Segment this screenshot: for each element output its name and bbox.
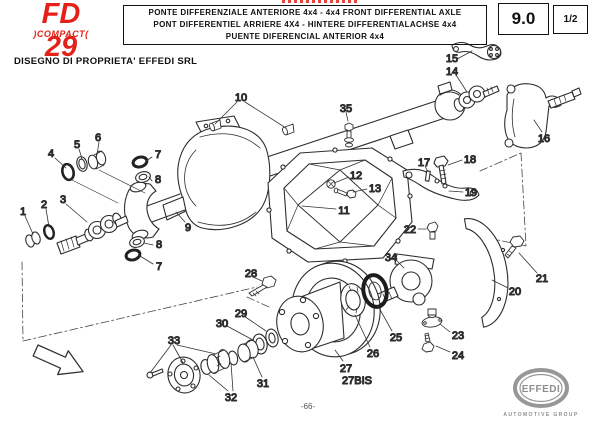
callout-27bis: 27BIS bbox=[342, 375, 372, 387]
callout-20: 20 bbox=[509, 286, 521, 298]
callout-17: 17 bbox=[418, 157, 430, 169]
callout-10: 10 bbox=[235, 92, 247, 104]
clipped-red-text bbox=[281, 0, 357, 3]
callout-28: 28 bbox=[245, 268, 257, 280]
effedi-logo-icon: EFFEDI bbox=[513, 368, 569, 408]
callout-1: 1 bbox=[20, 206, 26, 218]
title-line-3: PUENTE DIFERENCIAL ANTERIOR 4x4 bbox=[225, 32, 385, 41]
property-note: DISEGNO DI PROPRIETA' EFFEDI SRL bbox=[14, 56, 198, 67]
page-number: -66- bbox=[300, 402, 316, 411]
knuckle-34 bbox=[358, 253, 435, 310]
housing-studs bbox=[209, 119, 295, 136]
callout-5: 5 bbox=[74, 139, 80, 151]
callout-34: 34 bbox=[385, 252, 397, 264]
model-code: FD 29 bbox=[41, 0, 81, 63]
callout-14: 14 bbox=[446, 66, 458, 78]
callout-9: 9 bbox=[185, 222, 191, 234]
title-box: PONTE DIFFERENZIALE ANTERIORE 4x4 - 4x4 … bbox=[123, 5, 487, 45]
bolt-35 bbox=[344, 122, 354, 148]
callout-7-top: 7 bbox=[155, 149, 161, 161]
direction-arrow bbox=[32, 344, 84, 376]
sheet-number-box: 1/2 bbox=[553, 5, 588, 34]
cv-joint-14 bbox=[453, 85, 500, 112]
callout-15: 15 bbox=[446, 53, 458, 65]
callout-32: 32 bbox=[225, 392, 237, 404]
section-number-box: 9.0 bbox=[498, 3, 549, 35]
callout-24: 24 bbox=[452, 350, 464, 362]
callout-2: 2 bbox=[41, 199, 47, 211]
callout-16: 16 bbox=[538, 133, 550, 145]
bolt-21 bbox=[504, 235, 525, 259]
callout-35: 35 bbox=[340, 103, 352, 115]
callout-30: 30 bbox=[216, 318, 228, 330]
callout-3: 3 bbox=[60, 194, 66, 206]
callout-18: 18 bbox=[464, 154, 476, 166]
clamp-23-bolt-24 bbox=[421, 308, 443, 353]
callout-29: 29 bbox=[235, 308, 247, 320]
callout-25: 25 bbox=[390, 332, 402, 344]
left-knuckle-yoke bbox=[123, 181, 160, 241]
bolt-28 bbox=[248, 275, 277, 297]
callout-19: 19 bbox=[465, 187, 477, 199]
callout-26: 26 bbox=[367, 348, 379, 360]
arm-19 bbox=[402, 155, 480, 201]
callout-4: 4 bbox=[48, 148, 54, 160]
callout-11: 11 bbox=[338, 205, 349, 217]
callout-13: 13 bbox=[369, 183, 381, 195]
model-sub-logo: )COMPACT( bbox=[33, 29, 89, 39]
callout-7-bottom: 7 bbox=[156, 261, 162, 273]
title-line-2: PONT DIFFERENTIEL ARRIERE 4X4 - HINTERE … bbox=[153, 20, 457, 29]
brake-shield-20 bbox=[463, 217, 509, 328]
callout-8-top: 8 bbox=[155, 174, 161, 186]
steering-arm-15 bbox=[451, 41, 502, 61]
callout-23: 23 bbox=[452, 330, 464, 342]
rings-4-5-6 bbox=[60, 150, 146, 204]
brand-name: EFFEDI bbox=[522, 384, 561, 395]
freewheel-hub-33 bbox=[146, 349, 231, 394]
kingpin-seals-bearings bbox=[124, 155, 151, 262]
brand-subtitle: AUTOMOTIVE GROUP bbox=[503, 412, 579, 418]
callout-12: 12 bbox=[350, 170, 362, 182]
axle-shaft-joint bbox=[25, 212, 129, 255]
callout-6: 6 bbox=[95, 132, 101, 144]
callout-8-bottom: 8 bbox=[156, 239, 162, 251]
fitting-22 bbox=[426, 221, 439, 240]
callout-27: 27 bbox=[340, 363, 352, 375]
differential-cover bbox=[266, 147, 413, 264]
callout-21: 21 bbox=[536, 273, 548, 285]
callout-31: 31 bbox=[257, 378, 269, 390]
differential-housing bbox=[162, 115, 271, 231]
title-line-1: PONTE DIFFERENZIALE ANTERIORE 4x4 - 4x4 … bbox=[148, 8, 462, 17]
callout-33: 33 bbox=[168, 335, 180, 347]
leader-lines bbox=[24, 50, 543, 392]
right-knuckle-16 bbox=[504, 83, 582, 149]
callout-22: 22 bbox=[404, 224, 416, 236]
